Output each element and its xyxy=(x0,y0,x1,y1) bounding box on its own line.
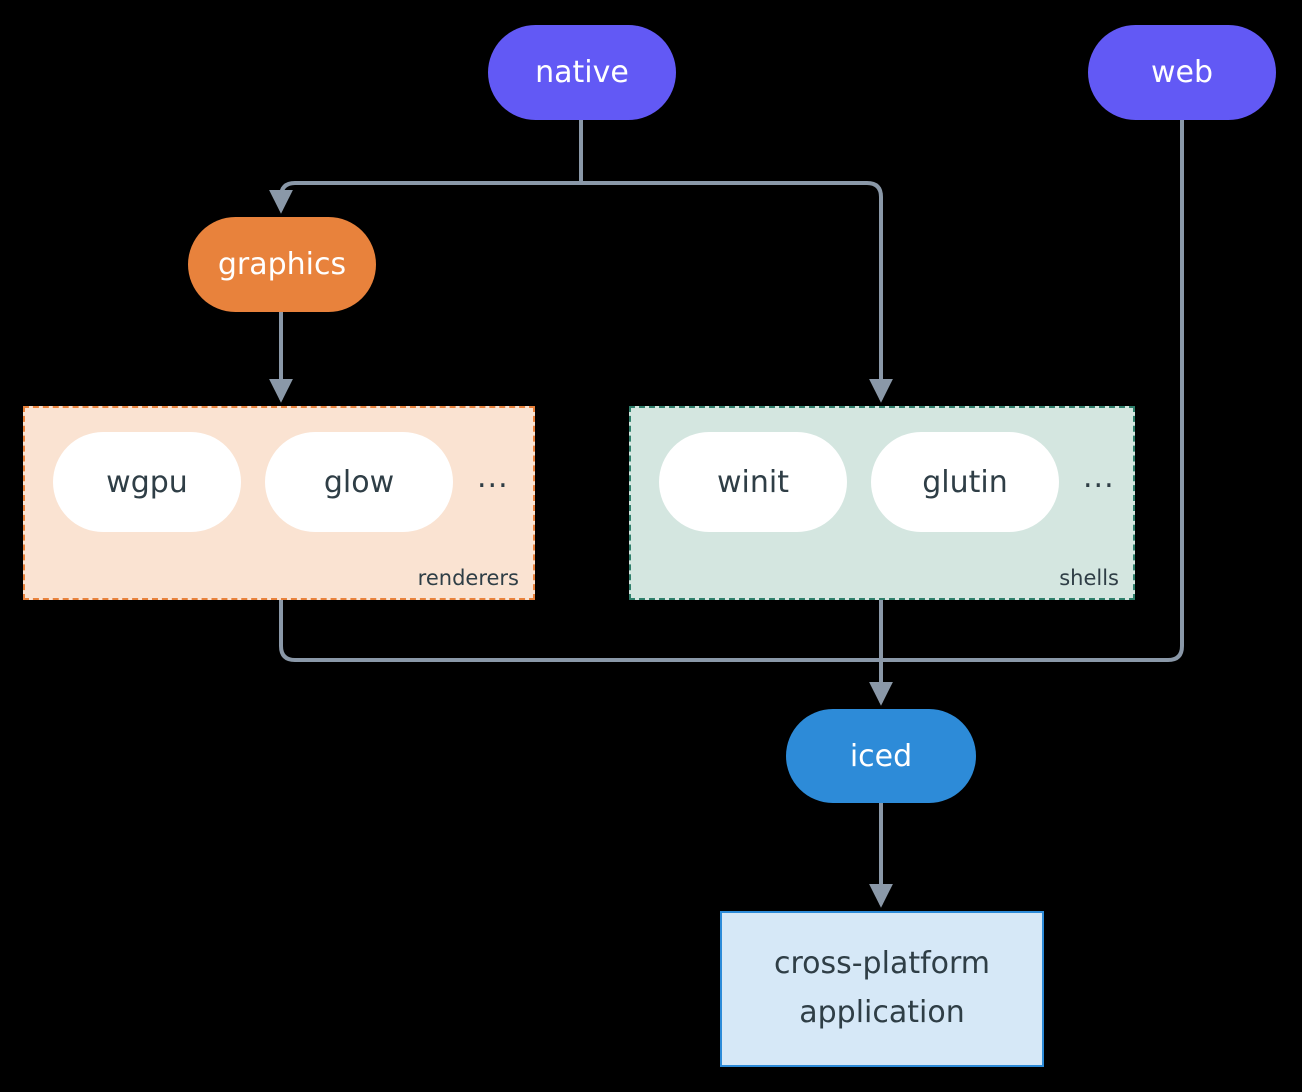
chip-wgpu-label: wgpu xyxy=(106,464,188,500)
edge-renderers-to-iced xyxy=(279,598,883,662)
node-graphics-label: graphics xyxy=(217,247,347,282)
chip-glutin[interactable]: glutin xyxy=(871,432,1059,532)
chip-glow[interactable]: glow xyxy=(265,432,453,532)
group-shells[interactable]: winit glutin ... shells xyxy=(629,406,1135,600)
node-application-line1: cross-platform xyxy=(773,946,991,982)
node-graphics[interactable]: graphics xyxy=(188,217,376,312)
chip-wgpu[interactable]: wgpu xyxy=(53,432,241,532)
shells-ellipsis: ... xyxy=(1083,459,1115,495)
chip-winit[interactable]: winit xyxy=(659,432,847,532)
group-renderers-label: renderers xyxy=(417,566,519,590)
renderers-ellipsis: ... xyxy=(477,459,509,495)
node-native-label: native xyxy=(535,55,629,90)
node-web[interactable]: web xyxy=(1088,25,1276,120)
edge-web-to-iced xyxy=(879,118,1184,662)
node-web-label: web xyxy=(1150,55,1214,90)
node-iced[interactable]: iced xyxy=(786,709,976,803)
node-application-line2: application xyxy=(799,995,965,1030)
group-shells-items: winit glutin ... xyxy=(631,432,1133,532)
node-native[interactable]: native xyxy=(488,25,676,120)
chip-glow-label: glow xyxy=(323,464,395,500)
chip-glutin-label: glutin xyxy=(922,464,1008,500)
edge-native-to-graphics xyxy=(269,181,583,214)
node-application[interactable]: cross-platform application xyxy=(720,911,1044,1067)
edge-native-to-shells xyxy=(579,181,893,403)
node-iced-label: iced xyxy=(849,738,913,774)
group-shells-label: shells xyxy=(1059,566,1119,590)
chip-winit-label: winit xyxy=(717,464,789,500)
group-renderers-items: wgpu glow ... xyxy=(25,432,533,532)
group-renderers[interactable]: wgpu glow ... renderers xyxy=(23,406,535,600)
